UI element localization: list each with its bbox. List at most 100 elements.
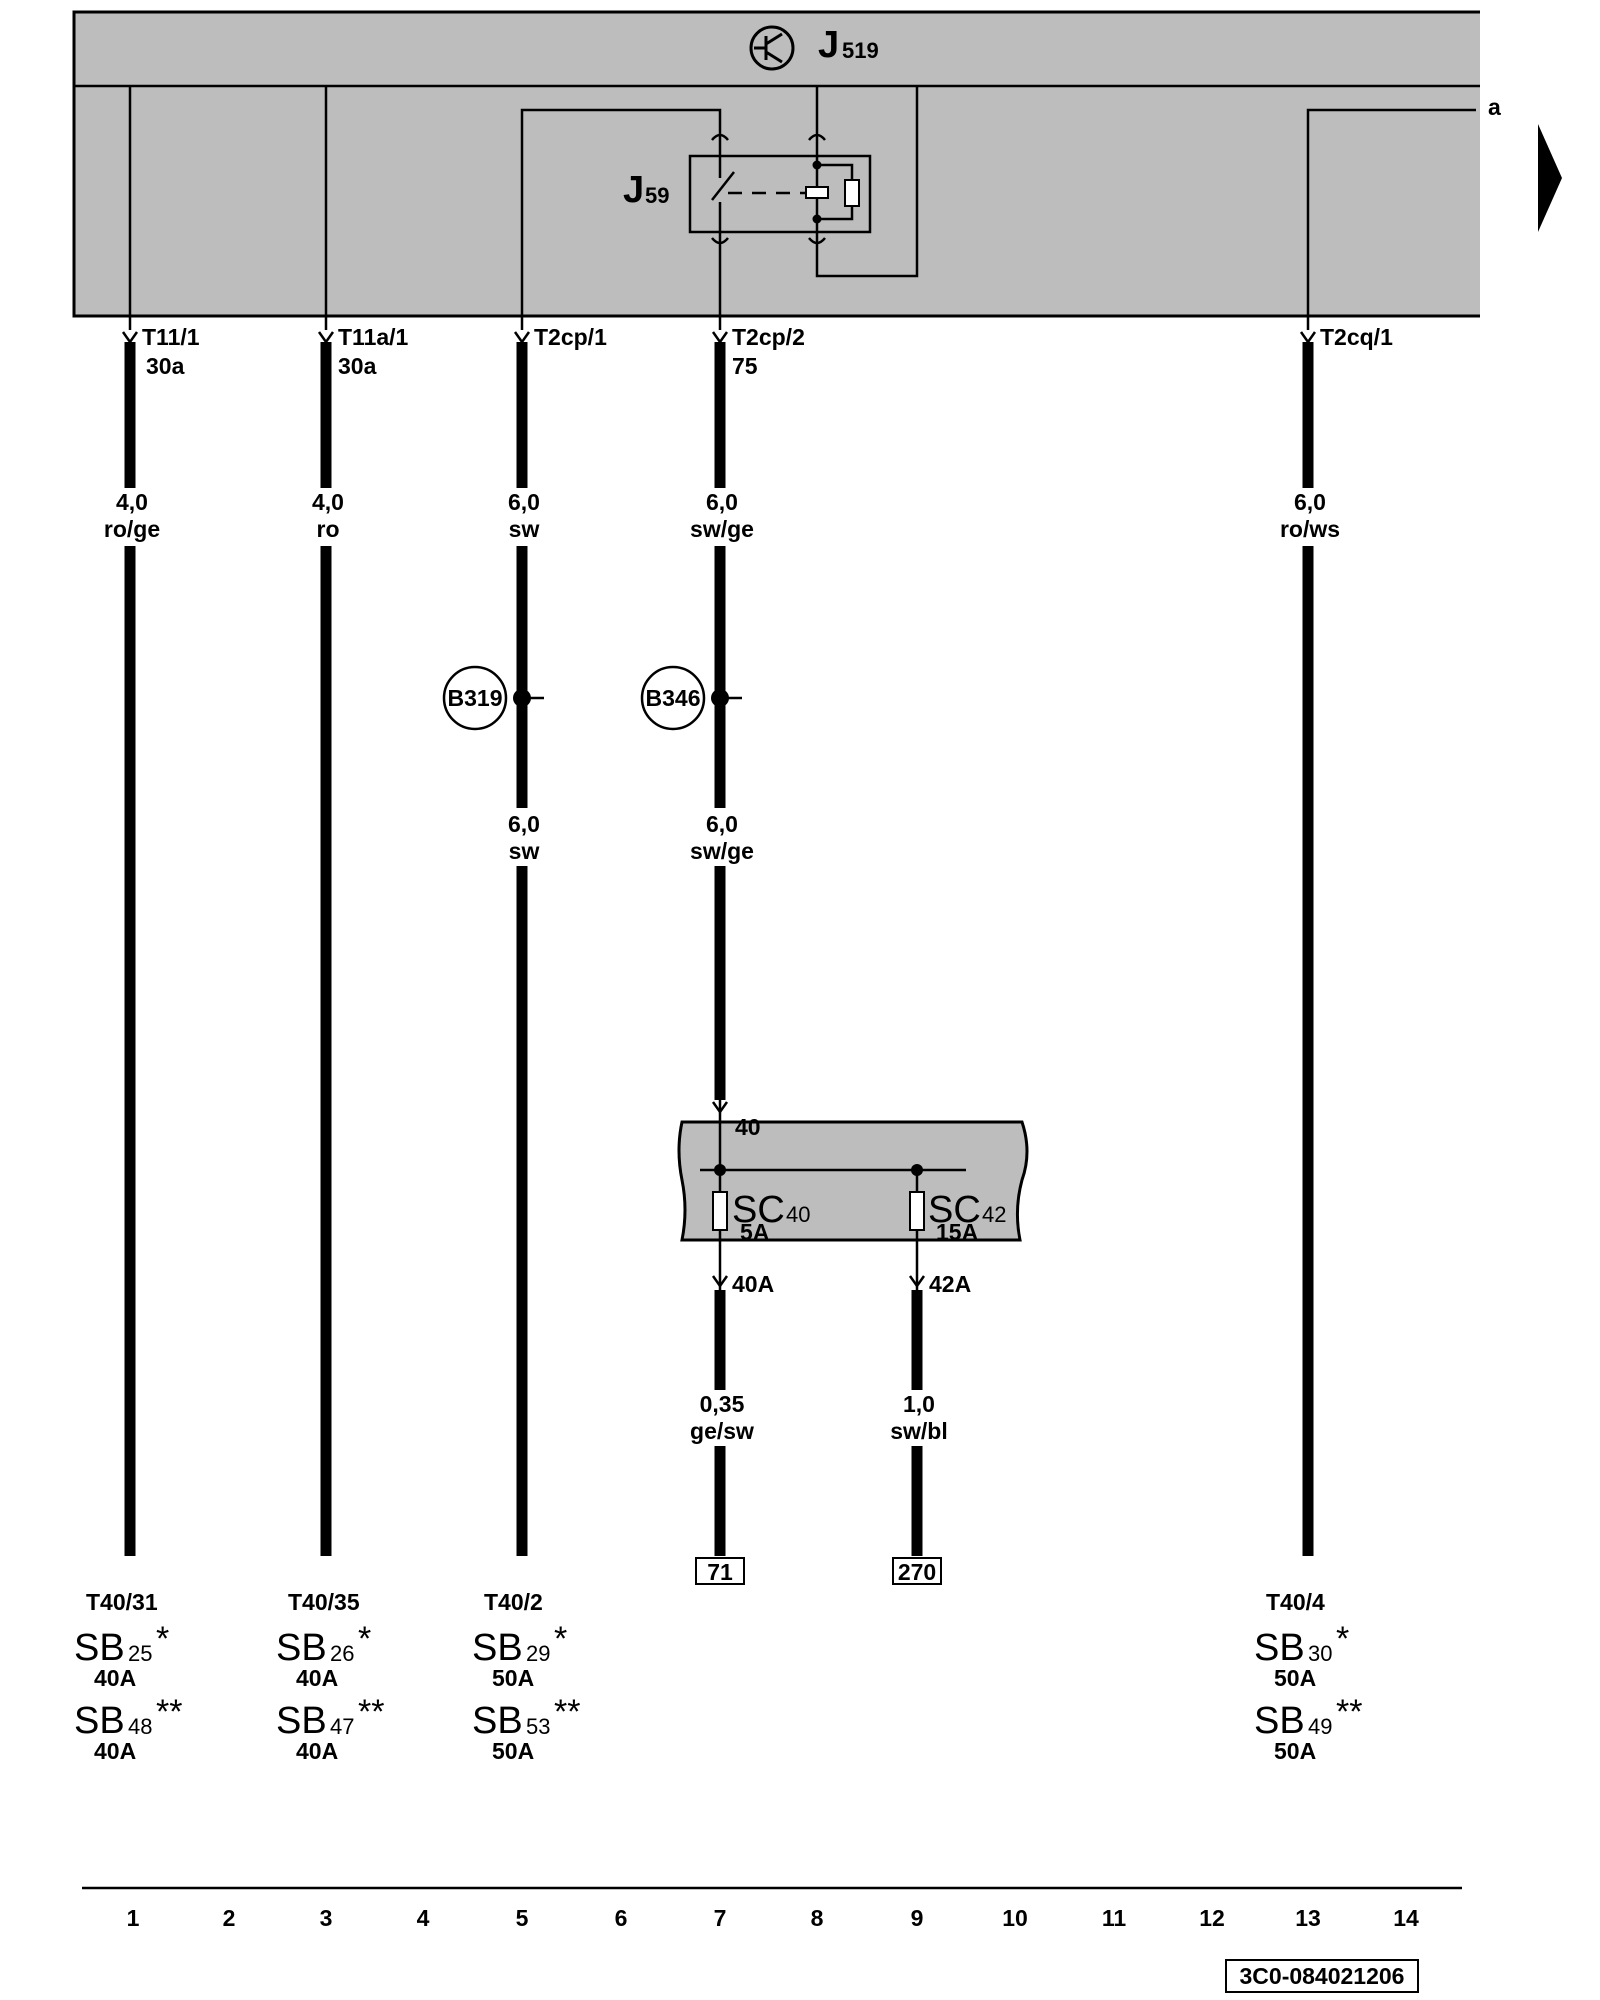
bottom-13-f2-rating: 50A [1274,1738,1316,1764]
module-side-label: a [1488,94,1501,120]
relay-pin-top-left [711,133,729,141]
wire-5a-gauge: 6,0 [508,489,540,515]
bottom-13-f2-main: SB [1254,1700,1305,1742]
diagram-id: 3C0-084021206 [1240,1963,1405,1989]
fuse-sc42-main: SC [928,1189,981,1231]
connector-label-c3-term: 30a [338,353,377,379]
bottom-5-f2-main: SB [472,1700,523,1742]
bottom-3-f1-mark: * [358,1620,371,1658]
splice-b319-label: B319 [448,685,503,711]
column-number-2: 2 [223,1905,236,1931]
wire-1-gauge: 4,0 [116,489,148,515]
bottom-3-f2-mark: ** [358,1693,384,1731]
column-number-8: 8 [811,1905,824,1931]
wire-13-color: ro/ws [1280,516,1340,542]
wire-3-color: ro [317,516,340,542]
module-internal-wiring [128,86,1476,330]
bottom-13-f1-main: SB [1254,1627,1305,1669]
wire-3-gauge: 4,0 [312,489,344,515]
module-name-main: J [818,24,839,66]
column-number-14: 14 [1393,1905,1419,1931]
bottom-1-pin: T40/31 [86,1589,158,1615]
wire-5b-gauge: 6,0 [508,811,540,837]
bottom-13-f1-mark: * [1336,1620,1349,1658]
fuse-holder-input-pin: 40 [735,1114,761,1140]
splice-b346: B346 [640,665,742,731]
connector-label-c13-pin: T2cq/1 [1320,324,1393,350]
next-page-arrow-icon[interactable] [1538,124,1562,232]
relay-j59: J 59 [623,133,872,245]
fuse-sc42-rating: 15A [936,1219,978,1245]
bottom-1-f2-mark: ** [156,1693,182,1731]
fuse-holder-sc: 40 SC 40 5A SC 42 15A 40A 42A [677,1100,1029,1297]
bottom-5-f2-num: 53 [526,1714,550,1739]
bottom-3-f2-num: 47 [330,1714,354,1739]
transistor-symbol-icon [749,25,795,71]
connector-label-c1-pin: T11/1 [142,324,200,350]
bottom-fuse-col-5: T40/2 SB 29 * 50A SB 53 ** 50A [472,1589,580,1764]
wire-7b-color: sw/ge [690,838,754,864]
wire-9-gauge: 1,0 [903,1391,935,1417]
column-number-4: 4 [417,1905,430,1931]
bottom-5-f2-mark: ** [554,1693,580,1731]
bottom-3-f1-num: 26 [330,1641,354,1666]
bottom-3-f1-rating: 40A [296,1665,338,1691]
wire-7b-gauge: 6,0 [706,811,738,837]
bottom-1-f1-num: 25 [128,1641,152,1666]
fuse-sc42-icon [909,1191,925,1231]
fuse-sc40-out-pin: 40A [732,1271,774,1297]
bottom-5-f1-num: 29 [526,1641,550,1666]
wire-13-gauge: 6,0 [1294,489,1326,515]
ref-box-71[interactable]: 71 [695,1557,745,1585]
bottom-1-f2-rating: 40A [94,1738,136,1764]
wire-5a-color: sw [509,516,540,542]
wire-labels: 4,0 ro/ge 4,0 ro 6,0 sw 6,0 sw 6,0 sw/ge… [104,489,1340,1444]
relay-name-main: J [623,169,644,211]
column-number-7: 7 [714,1905,727,1931]
relay-name-sub: 59 [645,183,669,208]
connector-label-c7-pin: T2cp/2 [732,324,805,350]
connector-arrows [121,331,1317,345]
ref-box-270[interactable]: 270 [892,1557,942,1585]
bottom-5-f2-rating: 50A [492,1738,534,1764]
fuse-sc40-icon [712,1191,728,1231]
column-number-11: 11 [1102,1905,1127,1931]
column-number-3: 3 [320,1905,333,1931]
diagram-id-box: 3C0-084021206 [1225,1959,1419,1993]
splice-b346-label: B346 [646,685,701,711]
wire-5b-color: sw [509,838,540,864]
connector-label-c3-pin: T11a/1 [338,324,409,350]
bottom-5-f1-mark: * [554,1620,567,1658]
column-number-13: 13 [1295,1905,1321,1931]
bottom-1-f2-main: SB [74,1700,125,1742]
column-number-9: 9 [911,1905,924,1931]
bottom-5-pin: T40/2 [484,1589,543,1615]
ref-71-label: 71 [707,1559,733,1585]
wire-7a-gauge: 6,0 [706,489,738,515]
bottom-1-f1-main: SB [74,1627,125,1669]
bottom-3-pin: T40/35 [288,1589,360,1615]
column-number-5: 5 [516,1905,529,1931]
bottom-13-f2-num: 49 [1308,1714,1332,1739]
bottom-13-pin: T40/4 [1266,1589,1325,1615]
column-number-6: 6 [615,1905,628,1931]
fuse-sc40-rating: 5A [740,1219,769,1245]
connector-label-c5-pin: T2cp/1 [534,324,607,350]
module-name-sub: 519 [842,38,879,63]
column-number-12: 12 [1199,1905,1225,1931]
bottom-1-f1-rating: 40A [94,1665,136,1691]
fuse-sc42-out-pin: 42A [929,1271,971,1297]
bottom-5-f1-main: SB [472,1627,523,1669]
bottom-fuse-col-3: T40/35 SB 26 * 40A SB 47 ** 40A [276,1589,384,1764]
wire-7c-color: ge/sw [690,1418,754,1444]
bottom-13-f1-num: 30 [1308,1641,1332,1666]
module-j519: J 519 a [72,10,1501,318]
wire-7a-color: sw/ge [690,516,754,542]
bottom-fuse-col-13: T40/4 SB 30 * 50A SB 49 ** 50A [1254,1589,1362,1764]
bottom-3-f2-main: SB [276,1700,327,1742]
column-number-10: 10 [1002,1905,1028,1931]
bottom-13-f1-rating: 50A [1274,1665,1316,1691]
bottom-13-f2-mark: ** [1336,1693,1362,1731]
